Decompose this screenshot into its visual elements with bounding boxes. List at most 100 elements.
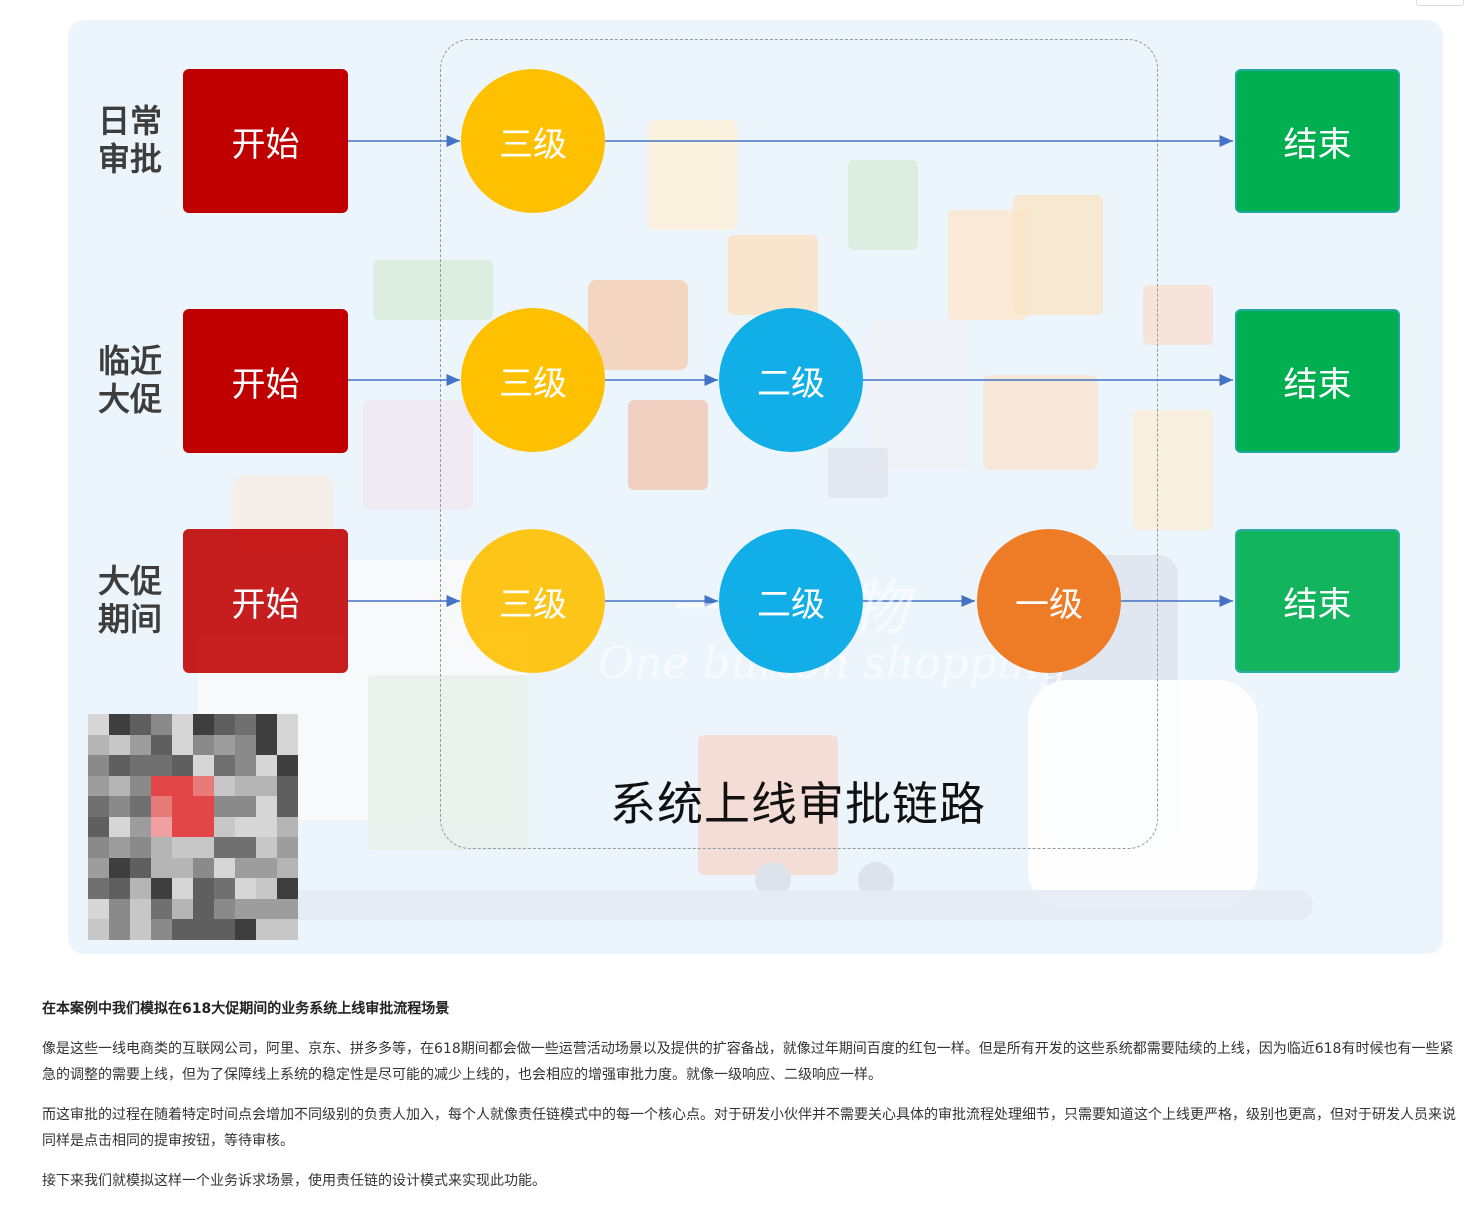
row1-level3-node: 三级 [461, 69, 605, 213]
mosaic-cell [214, 714, 235, 735]
mosaic-cell [193, 714, 214, 735]
mosaic-cell [214, 735, 235, 756]
mosaic-cell [235, 837, 256, 858]
row-label-near-promo: 临近大促 [90, 342, 170, 418]
row3-level3-node: 三级 [461, 529, 605, 673]
mosaic-cell [214, 776, 235, 797]
mosaic-cell [214, 755, 235, 776]
mosaic-cell [256, 735, 277, 756]
mosaic-cell [256, 796, 277, 817]
mosaic-cell [109, 735, 130, 756]
mosaic-cell [130, 735, 151, 756]
mosaic-cell [88, 858, 109, 879]
mosaic-cell [151, 919, 172, 940]
mosaic-cell [109, 858, 130, 879]
mosaic-cell [130, 899, 151, 920]
mosaic-cell [277, 837, 298, 858]
mosaic-cell [151, 817, 172, 838]
row2-level3-node: 三级 [461, 308, 605, 452]
mosaic-cell [109, 899, 130, 920]
mosaic-cell [277, 899, 298, 920]
mosaic-cell [193, 878, 214, 899]
row-label-daily: 日常审批 [90, 102, 170, 178]
mosaic-cell [88, 735, 109, 756]
mosaic-cell [88, 837, 109, 858]
mosaic-cell [88, 899, 109, 920]
mosaic-cell [109, 755, 130, 776]
row2-start-node: 开始 [183, 309, 348, 453]
mosaic-cell [151, 899, 172, 920]
mosaic-cell [277, 714, 298, 735]
corner-button[interactable] [1416, 0, 1464, 6]
row1-end-node: 结束 [1235, 69, 1400, 213]
mosaic-cell [130, 714, 151, 735]
mosaic-cell [172, 776, 193, 797]
mosaic-cell [214, 899, 235, 920]
mosaic-cell [151, 714, 172, 735]
mosaic-cell [130, 837, 151, 858]
mosaic-cell [172, 837, 193, 858]
mosaic-cell [88, 755, 109, 776]
mosaic-cell [235, 796, 256, 817]
mosaic-cell [235, 755, 256, 776]
mosaic-cell [193, 837, 214, 858]
mosaic-cell [130, 755, 151, 776]
mosaic-cell [193, 796, 214, 817]
mosaic-cell [214, 858, 235, 879]
mosaic-cell [193, 858, 214, 879]
mosaic-cell [277, 776, 298, 797]
article-heading: 在本案例中我们模拟在618大促期间的业务系统上线审批流程场景 [42, 996, 1458, 1022]
mosaic-cell [193, 755, 214, 776]
mosaic-cell [235, 735, 256, 756]
row1-start-node: 开始 [183, 69, 348, 213]
mosaic-cell [214, 796, 235, 817]
mosaic-cell [256, 817, 277, 838]
mosaic-cell [256, 899, 277, 920]
mosaic-cell [109, 919, 130, 940]
mosaic-cell [172, 735, 193, 756]
mosaic-cell [277, 817, 298, 838]
row3-start-node: 开始 [183, 529, 348, 673]
mosaic-cell [214, 837, 235, 858]
mosaic-cell [172, 817, 193, 838]
mosaic-cell [193, 776, 214, 797]
mosaic-cell [277, 796, 298, 817]
mosaic-cell [88, 919, 109, 940]
mosaic-cell [235, 878, 256, 899]
mosaic-cell [277, 735, 298, 756]
mosaic-cell [172, 796, 193, 817]
mosaic-cell [109, 796, 130, 817]
mosaic-cell [235, 899, 256, 920]
mosaic-cell [88, 714, 109, 735]
pixelated-qr-image [88, 714, 298, 940]
mosaic-cell [151, 858, 172, 879]
mosaic-cell [256, 755, 277, 776]
mosaic-cell [214, 817, 235, 838]
mosaic-cell [277, 858, 298, 879]
mosaic-cell [172, 919, 193, 940]
article-paragraph-2: 而这审批的过程在随着特定时间点会增加不同级别的负责人加入，每个人就像责任链模式中… [42, 1102, 1458, 1154]
mosaic-cell [172, 714, 193, 735]
mosaic-cell [235, 817, 256, 838]
mosaic-cell [130, 878, 151, 899]
mosaic-cell [109, 817, 130, 838]
diagram-title: 系统上线审批链路 [440, 768, 1156, 834]
mosaic-cell [88, 776, 109, 797]
row3-level1-node: 一级 [977, 529, 1121, 673]
mosaic-cell [88, 878, 109, 899]
mosaic-cell [109, 776, 130, 797]
mosaic-cell [130, 858, 151, 879]
mosaic-cell [256, 858, 277, 879]
article-paragraph-3: 接下来我们就模拟这样一个业务诉求场景，使用责任链的设计模式来实现此功能。 [42, 1168, 1458, 1194]
mosaic-cell [235, 776, 256, 797]
mosaic-cell [235, 714, 256, 735]
mosaic-cell [277, 919, 298, 940]
row-label-during-promo: 大促期间 [90, 562, 170, 638]
mosaic-cell [235, 858, 256, 879]
mosaic-cell [256, 919, 277, 940]
mosaic-cell [256, 776, 277, 797]
mosaic-cell [214, 878, 235, 899]
mosaic-cell [151, 878, 172, 899]
mosaic-cell [88, 817, 109, 838]
